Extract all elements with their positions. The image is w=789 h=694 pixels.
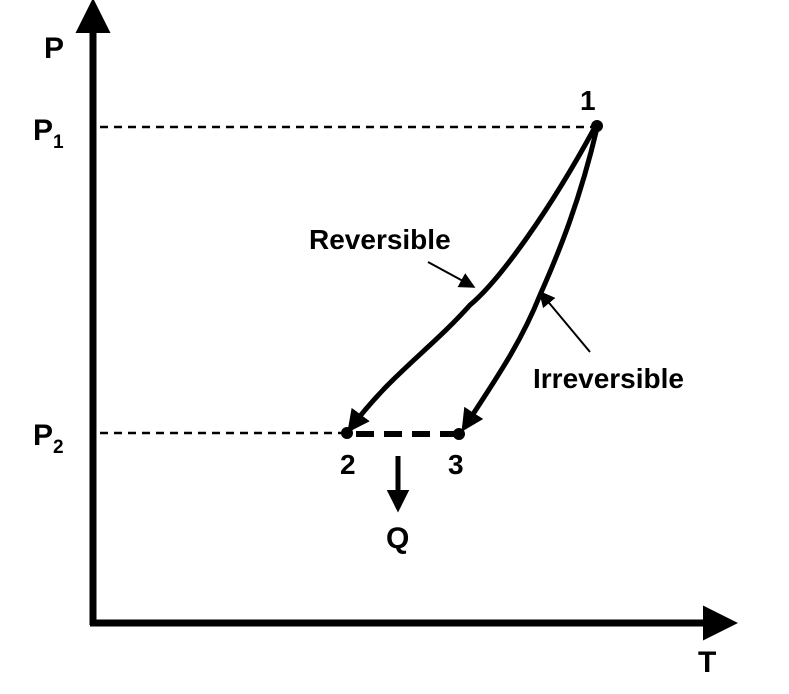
p2-label-subscript: 2 [53,437,64,458]
reversible-path [347,125,598,433]
irreversible-label: Irreversible [533,363,684,394]
p1-label-subscript: 1 [53,132,64,153]
state-2-label: 2 [340,449,356,480]
state-3-point [453,428,465,440]
heat-label: Q [386,522,409,555]
state-1-label: 1 [580,85,596,116]
p2-label-base: P [33,419,53,452]
reversible-label: Reversible [309,224,451,255]
state-2-point [341,427,353,439]
state-1-point [591,120,603,132]
reversible-pointer [427,261,476,288]
irreversible-pointer [538,290,591,353]
x-axis-label: T [698,646,716,679]
y-axis-label: P [44,32,64,65]
p1-label: P1 [33,114,64,153]
state-3-label: 3 [448,449,464,480]
p2-label: P2 [33,419,64,458]
p1-label-base: P [33,114,53,147]
